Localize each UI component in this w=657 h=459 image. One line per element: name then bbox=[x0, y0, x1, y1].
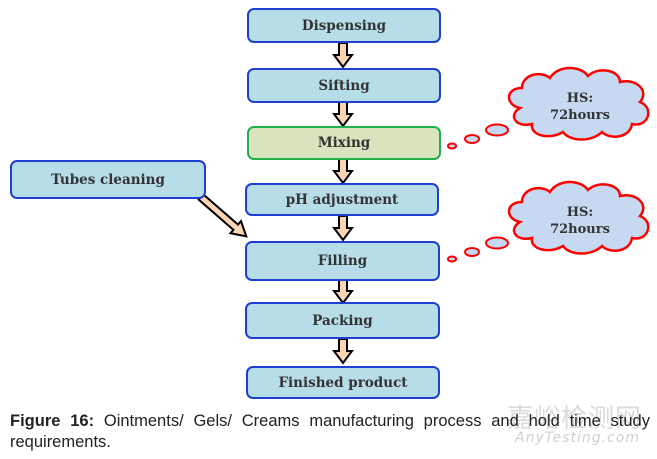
callout-text-mixing: HS: 72hours bbox=[540, 90, 620, 124]
step-label: Sifting bbox=[318, 77, 370, 94]
arrow-packing-to-finished bbox=[333, 338, 353, 364]
side-input-tubes-cleaning: Tubes cleaning bbox=[10, 160, 206, 199]
step-ph-adjustment: pH adjustment bbox=[245, 183, 439, 216]
cloud-callout-mixing bbox=[507, 66, 650, 141]
arrow-tubes-to-filling bbox=[197, 192, 248, 238]
step-dispensing: Dispensing bbox=[247, 8, 441, 43]
arrow-dispensing-to-sifting bbox=[333, 42, 353, 68]
arrow-sifting-to-mixing bbox=[333, 101, 353, 127]
step-label: Dispensing bbox=[301, 17, 387, 34]
step-label: pH adjustment bbox=[285, 191, 399, 208]
caption-text: Ointments/ Gels/ Creams manufacturing pr… bbox=[10, 412, 650, 451]
arrow-ph-to-filling bbox=[333, 215, 353, 241]
step-label: Filling bbox=[317, 253, 368, 269]
step-label: Mixing bbox=[317, 135, 371, 151]
step-finished-product: Finished product bbox=[246, 366, 440, 399]
watermark-en: AnyTesting.com bbox=[515, 430, 640, 446]
step-mixing: Mixing bbox=[247, 126, 441, 160]
watermark-cn: 嘉峪检测网 bbox=[507, 404, 643, 434]
callout-line2: 72hours bbox=[550, 222, 610, 237]
arrow-filling-to-packing bbox=[333, 278, 353, 304]
figure-caption: Figure 16: Ointments/ Gels/ Creams manuf… bbox=[10, 411, 650, 453]
callout-connector-mixing bbox=[447, 123, 509, 150]
callout-connector-filling bbox=[447, 236, 509, 263]
step-packing: Packing bbox=[245, 302, 440, 339]
step-label: Finished product bbox=[278, 374, 408, 391]
step-filling: Filling bbox=[245, 241, 440, 281]
callout-line1: HS: bbox=[566, 91, 594, 106]
callout-text-filling: HS: 72hours bbox=[540, 204, 620, 238]
step-sifting: Sifting bbox=[247, 68, 441, 103]
cloud-callout-filling bbox=[507, 180, 650, 255]
step-label: Packing bbox=[312, 312, 373, 329]
arrow-mixing-to-ph bbox=[333, 158, 353, 184]
callout-line1: HS: bbox=[566, 205, 594, 220]
callout-line2: 72hours bbox=[550, 108, 610, 123]
side-input-label: Tubes cleaning bbox=[51, 171, 165, 188]
caption-label: Figure 16: bbox=[10, 412, 95, 430]
